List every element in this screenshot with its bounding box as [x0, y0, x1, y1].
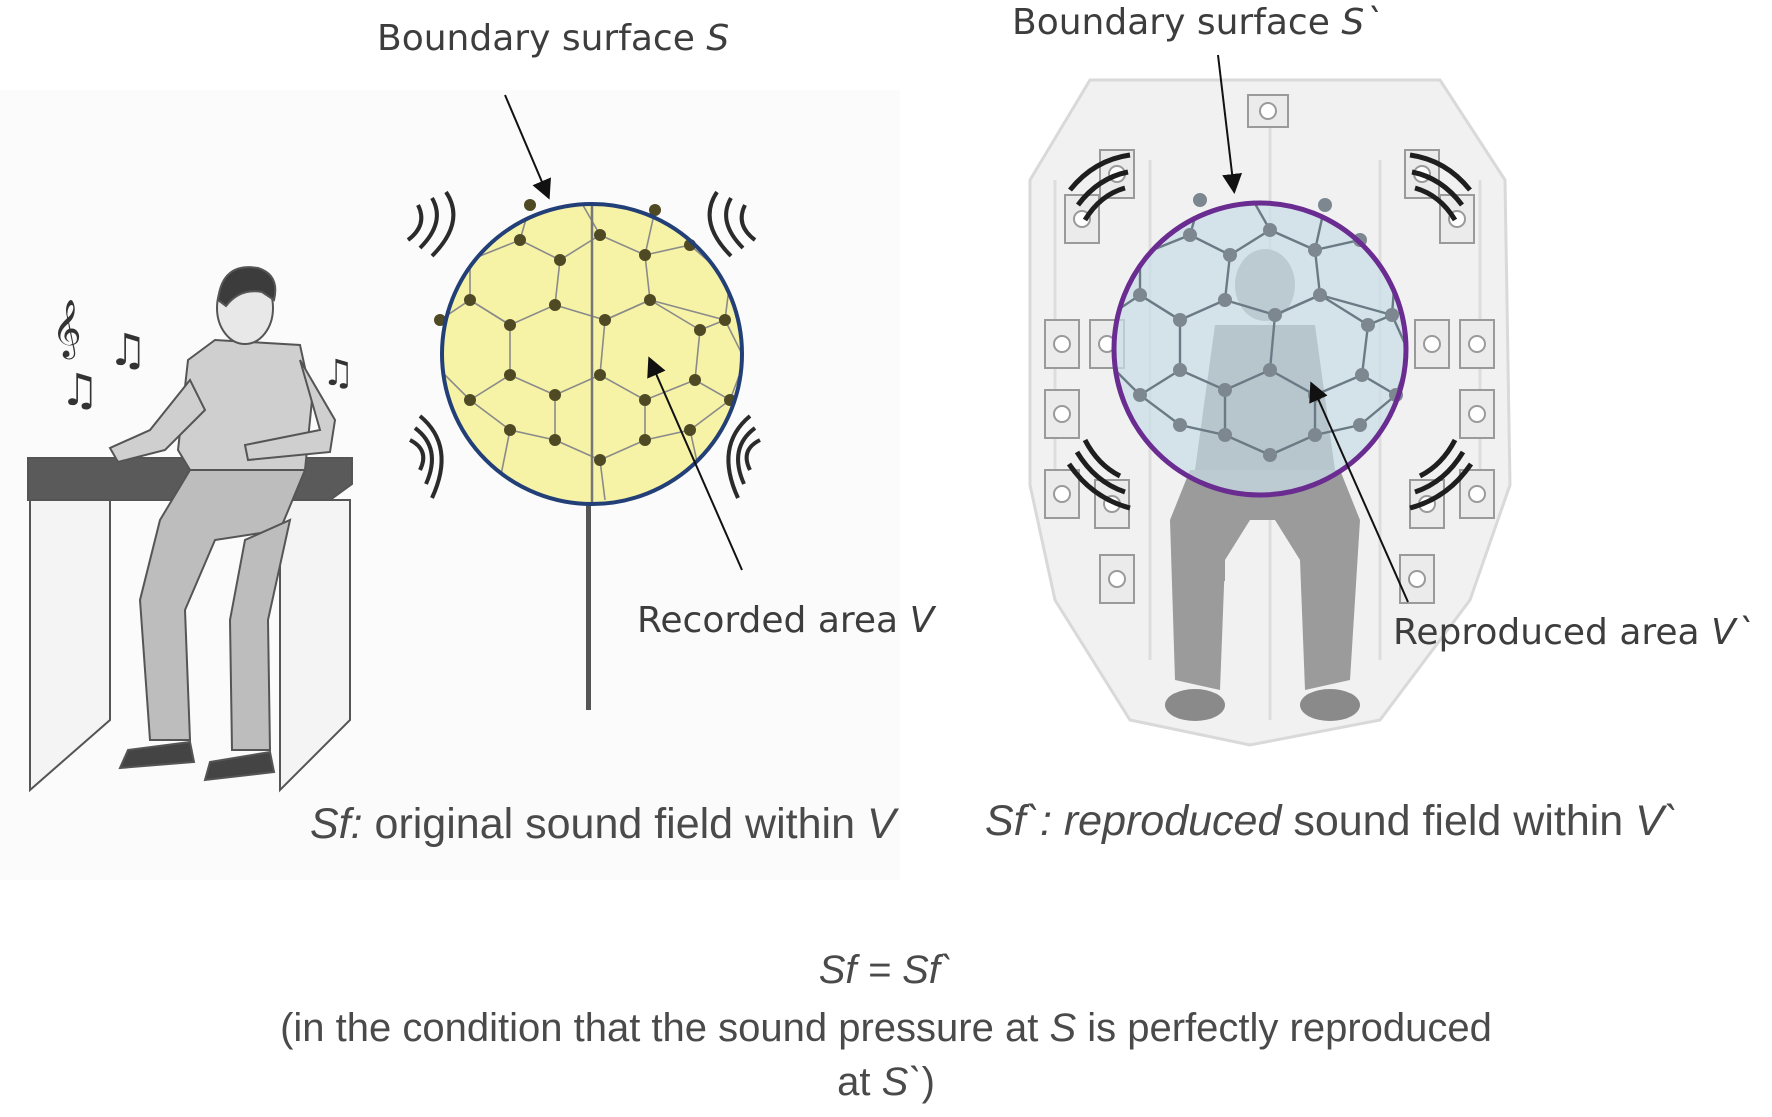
caption-original-sound-field: Sf: original sound field within V	[310, 800, 896, 848]
arrow-boundary-s-prime	[1217, 54, 1243, 194]
caption-reproduced-sound-field: Sf`: reproduced sound field within V`	[985, 797, 1679, 845]
equation-condition-line2: at S`)	[837, 1060, 935, 1104]
reproduced-sphere	[1111, 193, 1409, 498]
arrow-reproduced-area	[1309, 381, 1409, 603]
svg-text:♫: ♫	[108, 325, 147, 376]
arrow-recorded-area	[647, 356, 743, 571]
sound-wave-icons-right	[1066, 152, 1474, 511]
recorded-sphere	[434, 199, 744, 710]
music-notes-icon: 𝄞 ♫ ♫ ♫	[52, 299, 354, 416]
svg-text:♫: ♫	[322, 353, 354, 394]
label-reproduced-area: Reproduced area V`	[1393, 612, 1754, 653]
microphone-points	[434, 199, 736, 466]
label-boundary-surface-s: Boundary surface S	[377, 18, 730, 59]
svg-text:𝄞: 𝄞	[52, 299, 82, 360]
arrow-boundary-s	[504, 94, 551, 200]
musician-illustration	[27, 266, 353, 793]
label-boundary-surface-s-prime: Boundary surface S`	[1012, 2, 1383, 43]
label-recorded-area: Recorded area V	[637, 600, 935, 641]
equation-formula: Sf = Sf`	[818, 948, 954, 992]
equation-condition-line1: (in the condition that the sound pressur…	[280, 1006, 1492, 1050]
svg-text:♫: ♫	[60, 365, 99, 416]
sound-wave-icons-left	[406, 190, 761, 499]
recorded-sphere-outline	[440, 202, 744, 506]
reproduced-sphere-outline	[1111, 200, 1409, 498]
